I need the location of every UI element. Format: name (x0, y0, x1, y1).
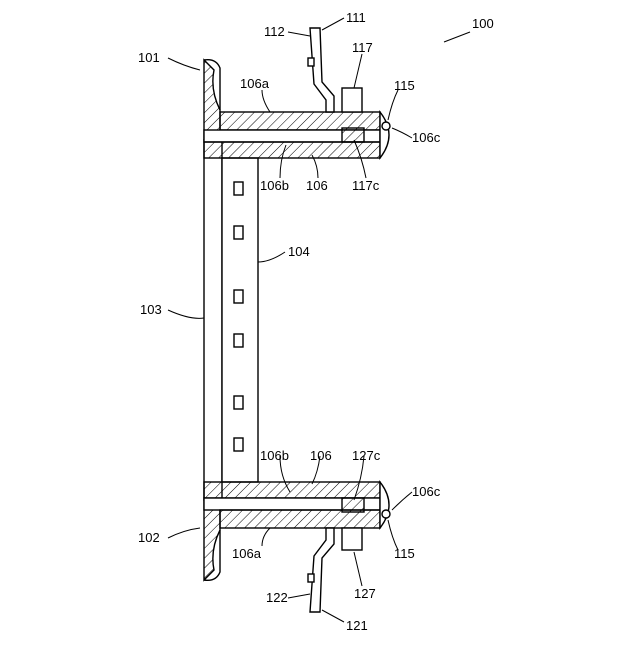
label-106a-top: 106a (240, 76, 270, 91)
label-127c: 127c (352, 448, 381, 463)
flange-101 (204, 60, 220, 140)
label-127: 127 (354, 586, 376, 601)
label-121: 121 (346, 618, 368, 633)
label-117c: 117c (352, 178, 380, 193)
plate-103 (204, 140, 222, 500)
label-106a-bottom: 106a (232, 546, 262, 561)
label-111: 111 (346, 10, 366, 25)
label-106-top: 106 (306, 178, 328, 193)
label-106-bottom: 106 (310, 448, 332, 463)
label-102: 102 (138, 530, 160, 545)
label-106b-top: 106b (260, 178, 289, 193)
label-115-bottom: 115 (394, 546, 415, 561)
label-112: 112 (264, 24, 285, 39)
label-103: 103 (140, 302, 162, 317)
arm-106-top (204, 88, 390, 158)
label-106b-bottom: 106b (260, 448, 289, 463)
label-100: 100 (472, 16, 494, 31)
board-104 (222, 158, 258, 482)
label-117: 117 (352, 40, 373, 55)
label-106c-top: 106c (412, 130, 441, 145)
clip-121 (308, 528, 334, 612)
label-104: 104 (288, 244, 310, 259)
flange-102 (204, 500, 220, 580)
clip-111 (308, 28, 334, 112)
label-101: 101 (138, 50, 160, 65)
arm-106-bottom (204, 482, 390, 550)
label-122: 122 (266, 590, 288, 605)
label-106c-bottom: 106c (412, 484, 441, 499)
label-115-top: 115 (394, 78, 415, 93)
